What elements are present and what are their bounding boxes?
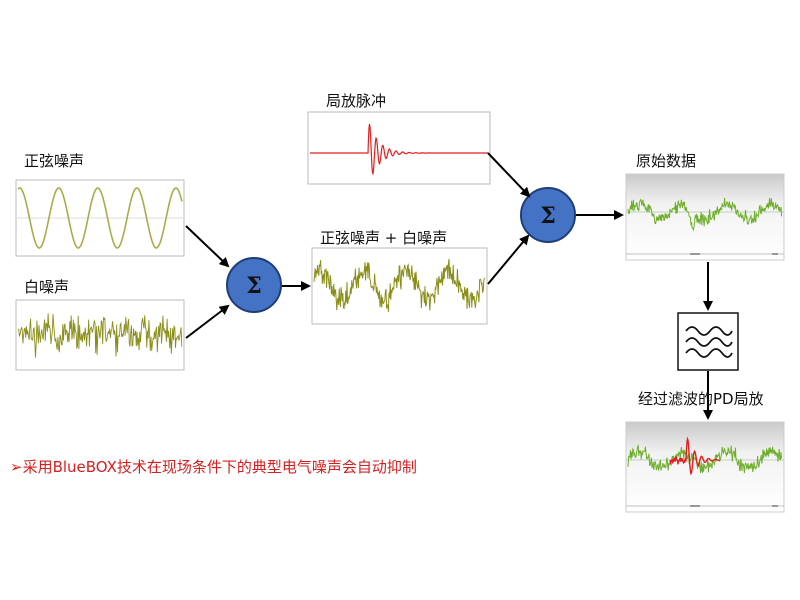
pd-pulse-waveform (310, 123, 488, 176)
arrow-icon (185, 225, 230, 268)
arrow-icon (487, 152, 531, 198)
bandpass-filter-icon (677, 312, 739, 371)
white-noise-label: 白噪声 (24, 278, 70, 296)
sine-plus-white-waveform (313, 258, 485, 312)
sine-plus-white-label: 正弦噪声 + 白噪声 (320, 229, 448, 247)
pd-pulse-chart (307, 111, 491, 185)
flow-arrows (185, 152, 713, 420)
sum-node-left: Σ (226, 257, 282, 313)
raw-data-chart (625, 173, 785, 261)
sine-noise-label: 正弦噪声 (24, 152, 85, 170)
white-noise-waveform (17, 313, 183, 358)
caption-bullet-icon: ➢ (10, 458, 23, 476)
filtered-background-waveform (627, 443, 783, 474)
raw-data-waveform (627, 197, 783, 232)
sine-noise-waveform (17, 187, 183, 249)
raw-data-label: 原始数据 (636, 152, 697, 170)
caption-text: 采用BlueBOX技术在现场条件下的典型电气噪声会自动抑制 (22, 458, 417, 476)
sine-plus-white-chart (311, 247, 488, 325)
white-noise-chart (15, 299, 185, 371)
filtered-pd-chart (625, 421, 785, 513)
sine-noise-chart (15, 179, 185, 257)
caption: ➢采用BlueBOX技术在现场条件下的典型电气噪声会自动抑制 (10, 456, 417, 477)
filtered-pd-label: 经过滤波的PD局放 (638, 390, 764, 408)
sum-symbol-right: Σ (540, 203, 556, 229)
sum-symbol-left: Σ (246, 273, 262, 299)
filtered-pd-waveform (669, 436, 721, 476)
arrow-icon (185, 304, 230, 339)
sum-node-right: Σ (520, 187, 576, 243)
pd-pulse-label: 局放脉冲 (326, 92, 387, 110)
arrow-icon (487, 234, 530, 285)
